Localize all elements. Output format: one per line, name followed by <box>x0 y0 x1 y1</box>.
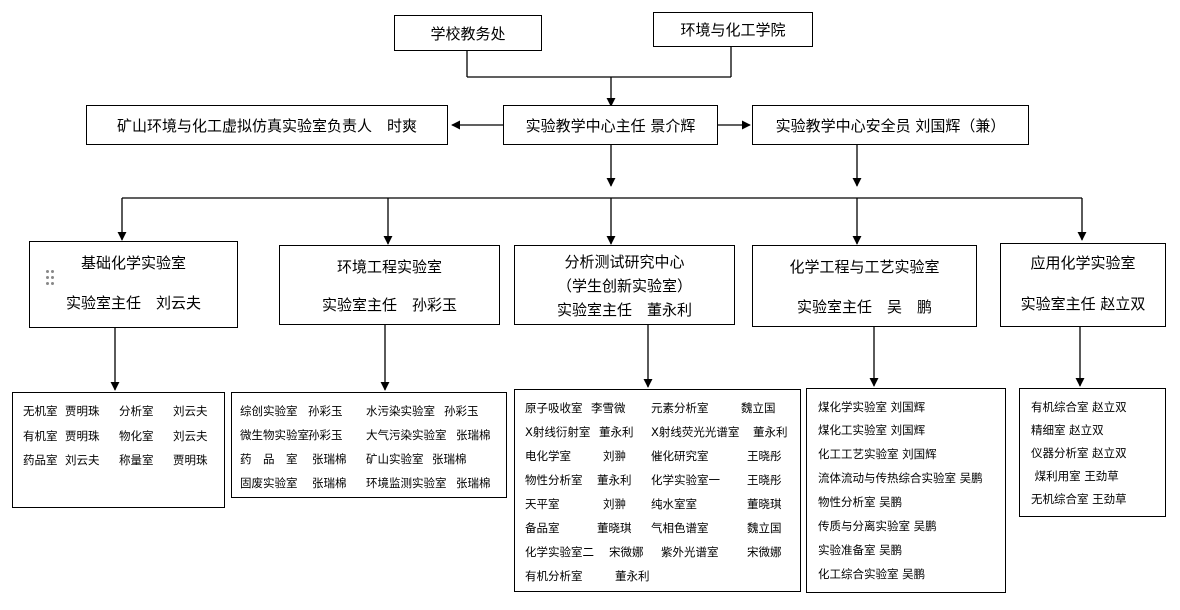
unit-name: 分析测试研究中心 <box>564 253 685 271</box>
rooms-analysis-testing-center: 原子吸收室 李雪微 元素分析室 魏立国 X射线衍射室 董永利 X射线荧光光谱室 … <box>514 389 801 592</box>
room-item: 物性分析室 吴鹏 <box>818 495 903 509</box>
rooms-environmental-engineering: 综创实验室 孙彩玉 水污染实验室 孙彩玉 微生物实验室 孙彩玉 大气污染实验室 … <box>231 392 507 498</box>
room-item: 煤化工实验室 刘国辉 <box>818 423 926 437</box>
rooms-applied-chemistry: 有机综合室 赵立双 精细室 赵立双 仪器分析室 赵立双 煤利用室 王劲草 无机综… <box>1019 388 1166 517</box>
box-center-director: 实验教学中心主任 景介辉 <box>503 105 718 145</box>
room-item: 有机综合室 赵立双 <box>1031 400 1127 414</box>
unit-director: 实验室主任 刘云夫 <box>65 294 201 312</box>
unit-analysis-testing-center: 分析测试研究中心 （学生创新实验室） 实验室主任 董永利 <box>514 245 735 325</box>
unit-name: 化学工程与工艺实验室 <box>789 258 940 276</box>
box-virtual-lab-head: 矿山环境与化工虚拟仿真实验室负责人 时爽 <box>86 105 448 145</box>
room-item: 煤利用室 王劲草 <box>1031 469 1119 483</box>
room-item: 化工综合实验室 吴鹏 <box>818 567 926 581</box>
room-item: 实验准备室 吴鹏 <box>818 543 903 557</box>
room-item: 化工工艺实验室 刘国辉 <box>818 447 937 461</box>
unit-subtitle: （学生创新实验室） <box>556 277 692 295</box>
unit-director: 实验室主任 赵立双 <box>1020 295 1146 313</box>
safety-officer-label: 实验教学中心安全员 刘国辉（兼） <box>775 116 1006 135</box>
room-item: 精细室 赵立双 <box>1031 423 1104 437</box>
academic-affairs-office-label: 学校教务处 <box>430 24 506 43</box>
school-label: 环境与化工学院 <box>680 21 786 39</box>
unit-name: 基础化学实验室 <box>80 254 186 272</box>
unit-director: 实验室主任 吴 鹏 <box>796 298 932 316</box>
unit-applied-chemistry: 应用化学实验室 实验室主任 赵立双 <box>1000 243 1166 327</box>
drag-handle-icon[interactable] <box>46 270 56 290</box>
rooms-chemical-engineering: 煤化学实验室 刘国辉 煤化工实验室 刘国辉 化工工艺实验室 刘国辉 流体流动与传… <box>806 388 1006 593</box>
unit-name: 应用化学实验室 <box>1030 254 1136 272</box>
box-safety-officer: 实验教学中心安全员 刘国辉（兼） <box>752 105 1029 145</box>
unit-environmental-engineering: 环境工程实验室 实验室主任 孙彩玉 <box>279 245 500 325</box>
center-director-label: 实验教学中心主任 景介辉 <box>525 116 696 135</box>
unit-director: 实验室主任 孙彩玉 <box>321 296 457 314</box>
rooms-basic-chemistry: 无机室 贾明珠 分析室 刘云夫 有机室 贾明珠 物化室 刘云夫 药品室 刘云夫 … <box>12 392 225 508</box>
unit-basic-chemistry: 基础化学实验室 实验室主任 刘云夫 <box>29 241 238 328</box>
room-item: 煤化学实验室 刘国辉 <box>818 400 926 414</box>
unit-chemical-engineering: 化学工程与工艺实验室 实验室主任 吴 鹏 <box>752 245 977 327</box>
room-item: 仪器分析室 赵立双 <box>1031 446 1127 460</box>
unit-name: 环境工程实验室 <box>336 258 442 276</box>
room-item: 无机综合室 王劲草 <box>1031 492 1127 506</box>
unit-director: 实验室主任 董永利 <box>556 301 692 319</box>
box-school-of-environment-chemical: 环境与化工学院 <box>653 12 813 47</box>
room-item: 传质与分离实验室 吴鹏 <box>818 519 937 533</box>
box-academic-affairs-office: 学校教务处 <box>394 15 542 51</box>
virtual-lab-head-label: 矿山环境与化工虚拟仿真实验室负责人 时爽 <box>116 116 417 135</box>
room-item: 流体流动与传热综合实验室 吴鹏 <box>818 471 983 485</box>
